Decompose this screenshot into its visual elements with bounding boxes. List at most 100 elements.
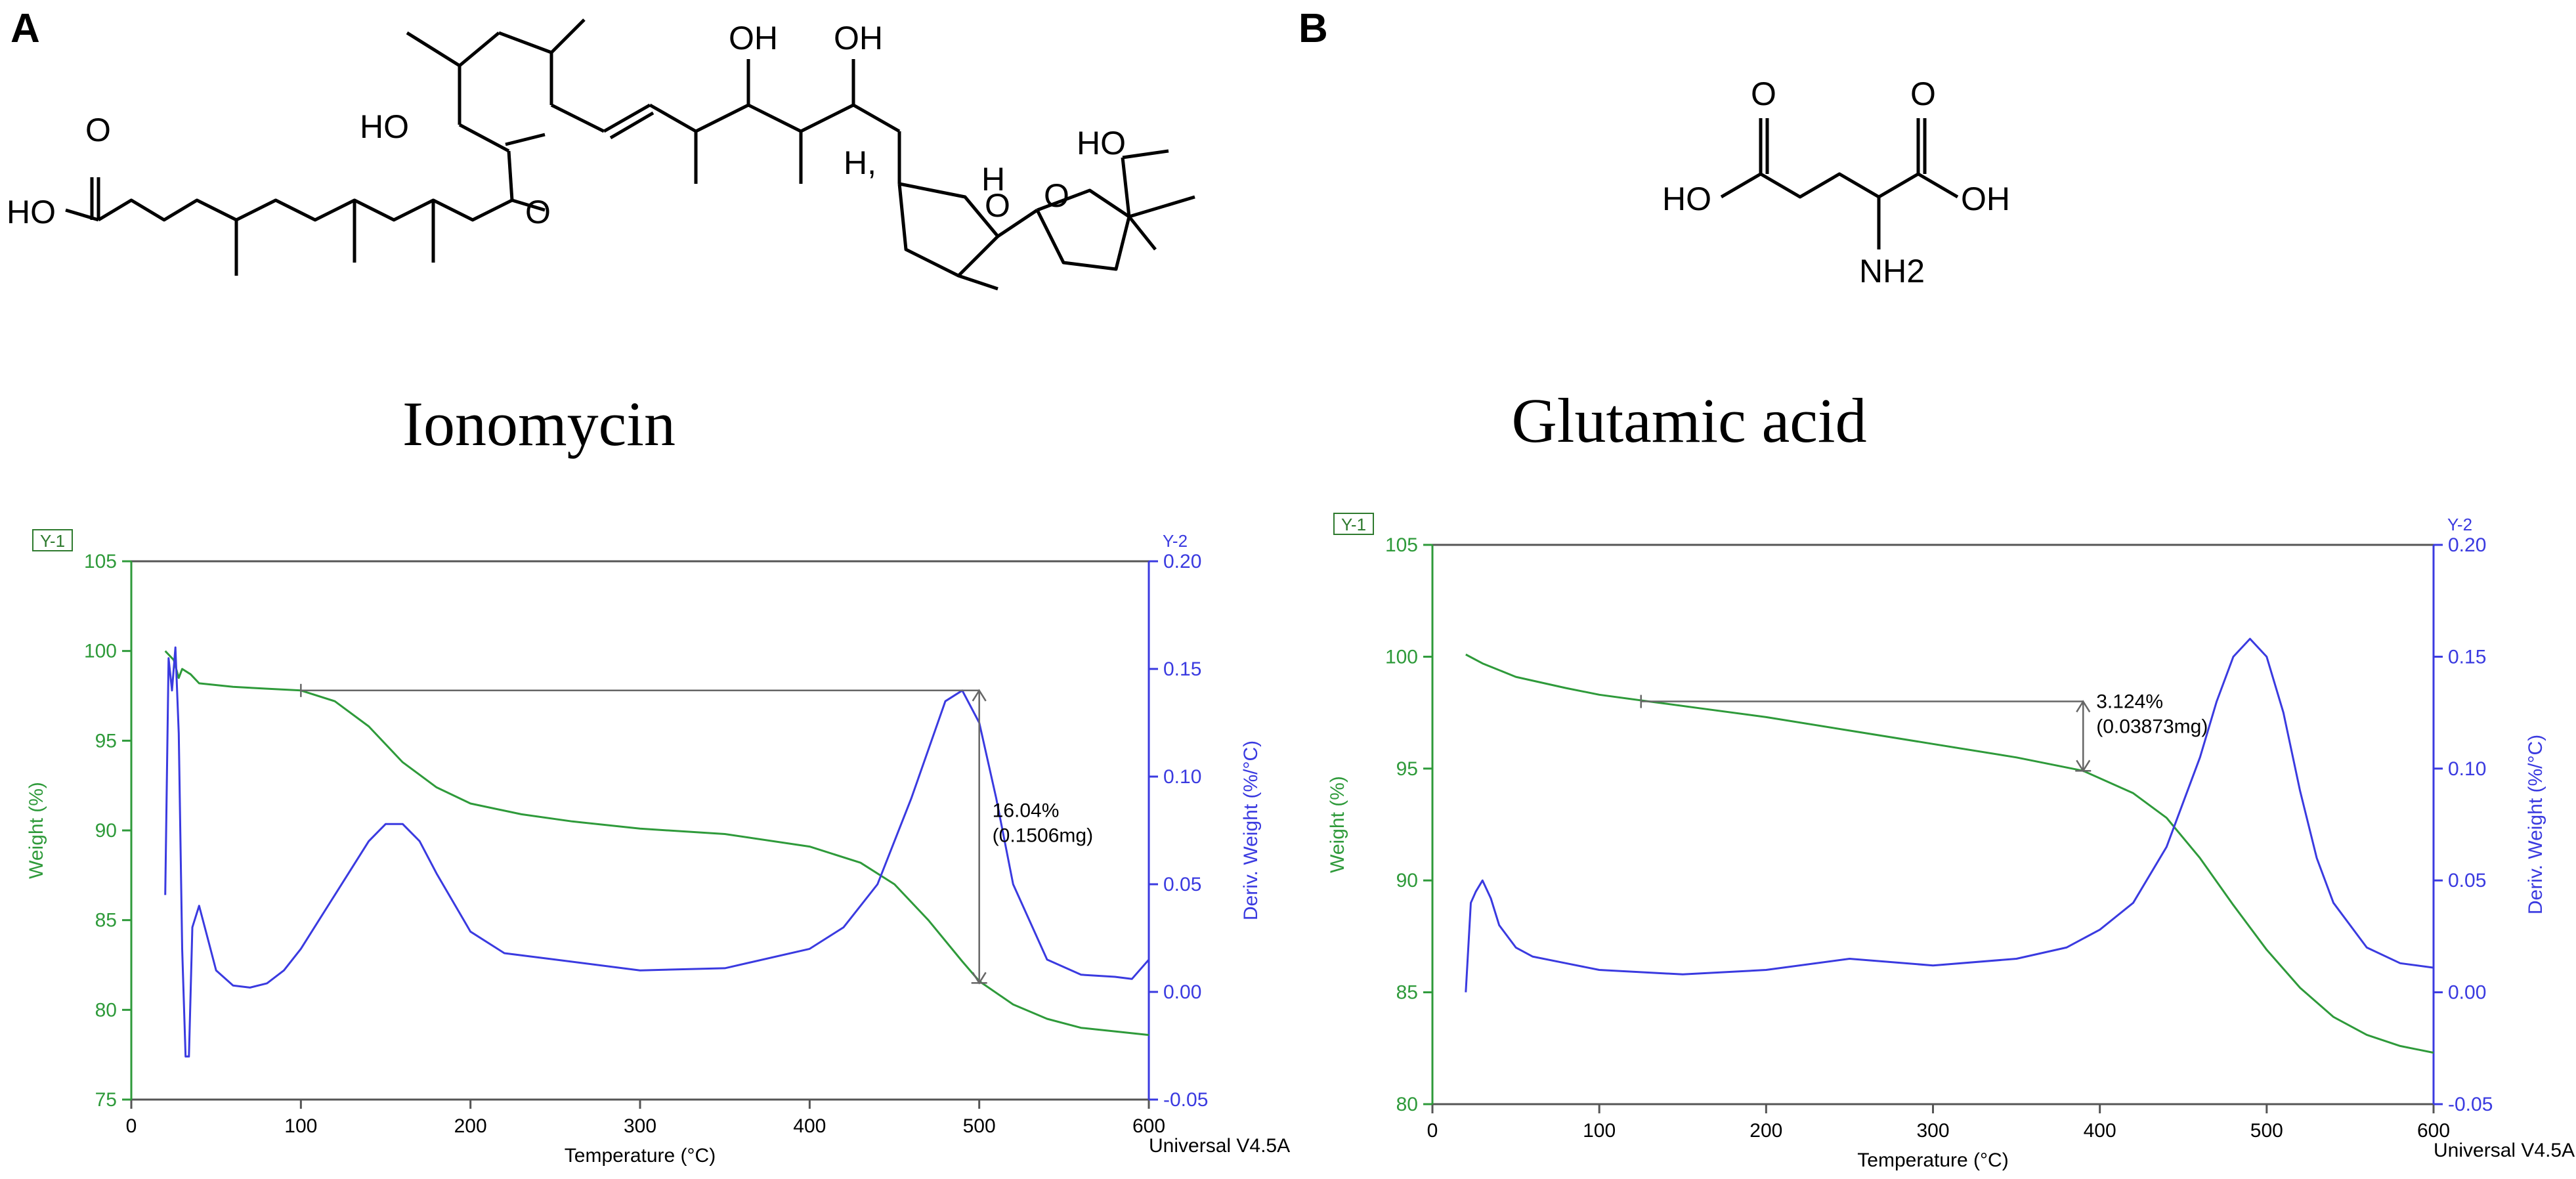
x-tick-label: 0 — [126, 1115, 137, 1137]
bond — [458, 32, 500, 67]
atom-label: HO — [1662, 181, 1711, 217]
compound-name: Glutamic acid — [1511, 385, 1867, 456]
bond — [505, 133, 546, 146]
y1-axis-tag: Y-1 — [1333, 513, 1374, 535]
x-tick-label: 400 — [2084, 1120, 2116, 1142]
y2-tick-label: 0.15 — [1163, 658, 1201, 680]
atom-label: H — [981, 161, 1005, 198]
derivative-weight-curve — [1465, 637, 2434, 993]
y1-tick-label: 100 — [1385, 646, 1418, 668]
atom-label: NH2 — [1859, 253, 1925, 289]
x-tick-label: 100 — [1583, 1120, 1616, 1142]
y2-tick-label: 0.05 — [2448, 870, 2486, 891]
y2-tick-label: 0.15 — [2448, 646, 2486, 668]
atom-label: O — [85, 112, 111, 148]
annotation-percent: 16.04% — [993, 800, 1060, 822]
weight-curve — [164, 650, 1149, 1037]
y1-axis-tag: Y-1 — [32, 529, 73, 551]
x-tick-label: 600 — [1132, 1115, 1165, 1137]
atom-label: O — [1751, 75, 1776, 112]
panel-letter: B — [1299, 6, 1328, 51]
atom-label: H, — [844, 144, 876, 181]
atom-label: O — [985, 187, 1010, 224]
atom-label: HO — [360, 108, 409, 145]
bond — [406, 31, 461, 68]
atom-label: OH — [1961, 181, 2010, 217]
y2-tick-label: 0.00 — [2448, 982, 2486, 1004]
bond — [511, 198, 546, 212]
panel-letter: A — [11, 6, 40, 51]
y1-tick-label: 90 — [95, 820, 117, 842]
bond — [695, 103, 750, 133]
y1-tick-label: 105 — [1385, 534, 1418, 556]
bond — [498, 31, 552, 54]
y2-tick-label: -0.05 — [1163, 1089, 1208, 1111]
atom-label: O — [1910, 75, 1936, 112]
y1-tick-label: 85 — [95, 910, 117, 932]
bond — [609, 111, 655, 140]
svg-text:Y-1: Y-1 — [40, 531, 65, 551]
x-axis-label: Temperature (°C) — [1857, 1149, 2008, 1171]
svg-text:Y-1: Y-1 — [1341, 515, 1366, 534]
y1-tick-label: 80 — [95, 999, 117, 1021]
bond — [800, 103, 855, 133]
atom-label: HO — [1077, 125, 1126, 161]
annotation-arrow-top — [972, 689, 987, 702]
y1-tick-label: 95 — [1396, 758, 1418, 780]
annotation-mass: (0.03873mg) — [2096, 716, 2208, 738]
bond — [1128, 195, 1195, 219]
bond — [897, 182, 1000, 278]
annotation-arrow-top — [2076, 700, 2091, 713]
x-tick-label: 0 — [1427, 1120, 1438, 1142]
x-axis-label: Temperature (°C) — [565, 1145, 716, 1167]
y2-tick-label: 0.10 — [2448, 758, 2486, 780]
y2-tick-label: 0.00 — [1163, 981, 1201, 1003]
ionomycin-structure: HO O HO O OH OH H, O H O HO — [7, 18, 1195, 291]
y1-tick-label: 105 — [84, 551, 117, 572]
y2-tick-label: 0.10 — [1163, 766, 1201, 788]
y2-tick-label: 0.05 — [1163, 874, 1201, 895]
bond — [958, 274, 998, 291]
y2-axis-label: Deriv. Weight (%/°C) — [2525, 735, 2546, 914]
y1-tick-label: 90 — [1396, 870, 1418, 891]
bond — [550, 103, 605, 133]
x-tick-label: 400 — [793, 1115, 826, 1137]
bond — [458, 123, 510, 153]
bond — [1122, 149, 1169, 160]
y2-tick-label: -0.05 — [2448, 1094, 2493, 1115]
glutamic-acid-structure: O O HO OH NH2 — [1662, 75, 2010, 289]
compound-name: Ionomycin — [402, 389, 676, 459]
atom-label: O — [525, 194, 551, 230]
bond — [649, 103, 697, 133]
panel-b: B O O HO OH NH2 Glutamic acid 0 100 200 300… — [1288, 0, 2576, 1179]
y1-tick-label: 75 — [95, 1089, 117, 1111]
derivative-weight-curve — [164, 646, 1150, 1058]
bond — [1035, 188, 1131, 271]
bond — [852, 103, 901, 133]
x-tick-label: 200 — [1750, 1120, 1782, 1142]
software-version-label: Universal V4.5A — [1149, 1135, 1290, 1157]
y2-axis-tag: Y-2 — [1163, 531, 1188, 551]
y1-axis-label: Weight (%) — [1327, 776, 1348, 873]
bond — [97, 198, 513, 222]
x-tick-label: 300 — [1916, 1120, 1949, 1142]
bond — [1878, 172, 1920, 199]
x-tick-label: 100 — [284, 1115, 317, 1137]
atom-label: HO — [7, 194, 56, 230]
bond — [1720, 172, 1880, 199]
bond — [1121, 157, 1131, 217]
software-version-label: Universal V4.5A — [2434, 1140, 2575, 1161]
y2-axis-label: Deriv. Weight (%/°C) — [1240, 740, 1262, 920]
x-tick-label: 300 — [624, 1115, 656, 1137]
atom-label: OH — [729, 20, 778, 56]
annotation-mass: (0.1506mg) — [993, 825, 1093, 847]
y1-tick-label: 80 — [1396, 1094, 1418, 1115]
bond — [550, 18, 586, 54]
annotation-percent: 3.124% — [2096, 691, 2163, 713]
y1-tick-label: 85 — [1396, 982, 1418, 1004]
x-tick-label: 600 — [2417, 1120, 2450, 1142]
y2-axis-tag: Y-2 — [2447, 515, 2472, 534]
x-tick-label: 500 — [2250, 1120, 2283, 1142]
atom-label: O — [1044, 177, 1069, 214]
